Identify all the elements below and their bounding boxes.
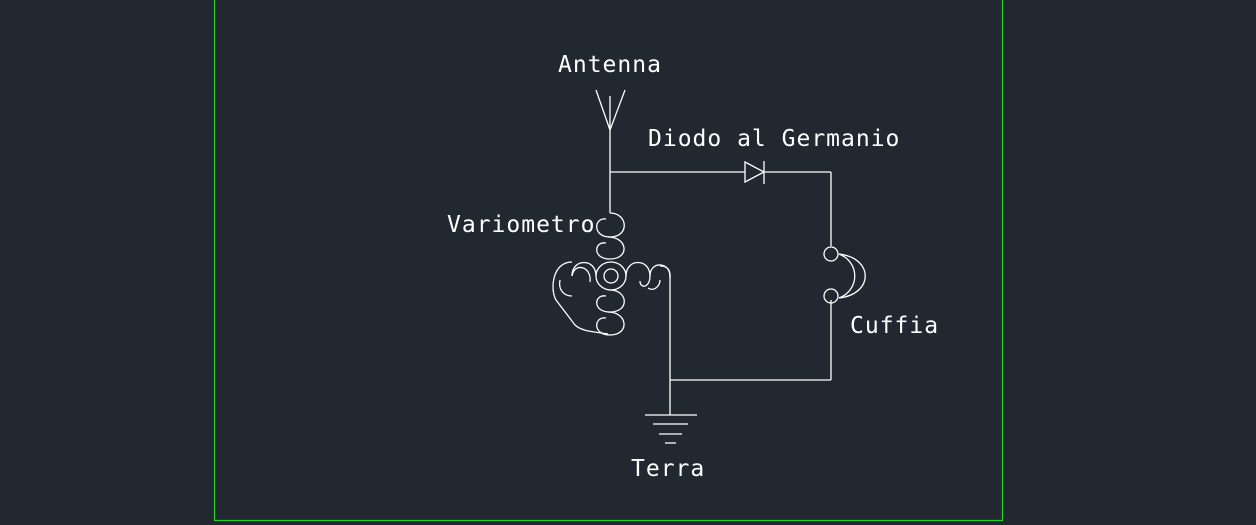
antenna-label: Antenna [558,52,662,78]
diode-symbol [744,160,766,184]
headphones-label: Cuffia [850,313,939,339]
variometer-coil [552,172,671,415]
diode-label: Diodo al Germanio [648,126,900,152]
bottom-wire [670,300,832,381]
ground-symbol [645,414,697,444]
antenna-symbol [595,89,626,172]
variometer-label: Variometro [447,212,595,238]
headphones-symbol [823,246,866,304]
ground-label: Terra [631,456,705,482]
top-wire [610,171,832,246]
page-frame [213,0,1004,522]
